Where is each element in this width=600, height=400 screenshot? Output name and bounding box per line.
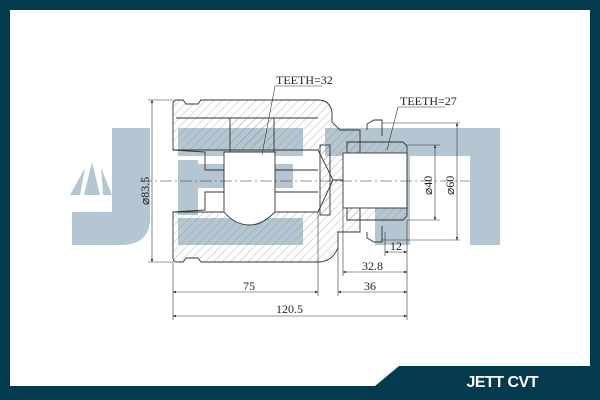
dim-75: 75 — [243, 279, 255, 293]
dimension-lines — [148, 85, 460, 320]
dim-36: 36 — [364, 279, 376, 293]
dim-flange-diameter: ⌀60 — [443, 176, 457, 195]
dim-total-length: 120.5 — [276, 302, 303, 316]
footer-brand-label: JETT CVT — [466, 374, 538, 391]
teeth-27-label: TEETH=27 — [400, 94, 457, 108]
dim-32-8: 32.8 — [362, 259, 383, 273]
paper-area — [10, 10, 590, 386]
cv-joint-section — [140, 99, 470, 263]
teeth-32-label: TEETH=32 — [276, 73, 333, 87]
dimension-labels: TEETH=32 TEETH=27 ⌀83.5 ⌀40 ⌀60 12 32.8 … — [138, 73, 457, 316]
dim-12: 12 — [390, 239, 402, 253]
dim-bore-diameter: ⌀40 — [421, 176, 435, 195]
dim-outer-diameter: ⌀83.5 — [138, 177, 152, 205]
